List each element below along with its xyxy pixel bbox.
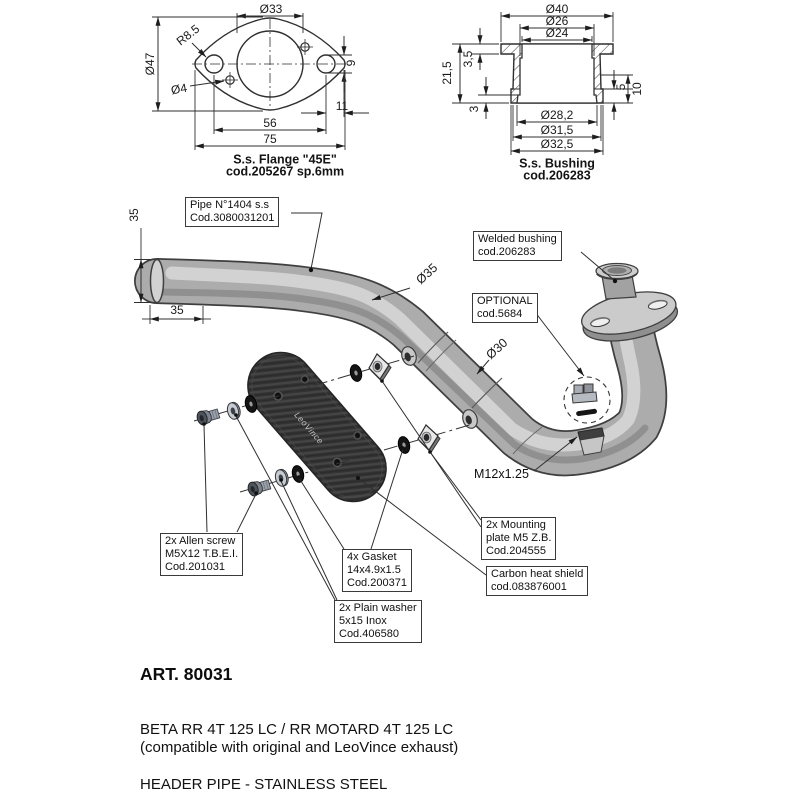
bushing-dim-dia31-5: Ø31,5 [540, 123, 574, 137]
washer-line2: 5x15 Inox [339, 614, 387, 627]
optional-line1: OPTIONAL [477, 295, 533, 307]
pipe-dim-35-horizontal: 35 [170, 303, 184, 317]
washer-line1: 2x Plain washer [339, 602, 417, 614]
heat-shield-part [247, 351, 387, 503]
bushing-dim-5: 5 [614, 83, 628, 91]
mounting-plate-label-box: 2x Mounting plate M5 Z.B. Cod.204555 [481, 517, 557, 560]
pipe-label-line2: Cod.3080031201 [190, 211, 275, 224]
gasket-4 [397, 436, 411, 454]
pipe-label-line1: Pipe N°1404 s.s [190, 199, 269, 211]
pipe-label-box: Pipe N°1404 s.s Cod.3080031201 [185, 197, 280, 227]
flange-dim-dia4: Ø4 [169, 80, 189, 98]
thread-label: M12x1.25 [474, 467, 529, 481]
flange-dim-11: 11 [335, 99, 349, 113]
bushing-dim-dia32-5: Ø32,5 [540, 137, 574, 151]
gasket-line3: Cod.200371 [347, 576, 407, 589]
bushing-dim-dia24: Ø24 [545, 26, 569, 40]
flange-dim-dia47: Ø47 [143, 52, 157, 76]
flange-caption-line2: cod.205267 sp.6mm [225, 164, 345, 179]
flange-dim-75: 75 [263, 132, 277, 146]
plain-washer-2 [274, 468, 289, 487]
gasket-3 [349, 364, 363, 382]
flange-dim-dia33: Ø33 [259, 2, 283, 16]
inlet-flange [581, 291, 679, 342]
washer-line3: Cod.406580 [339, 627, 399, 640]
product-line: HEADER PIPE - STAINLESS STEEL [140, 776, 388, 793]
flange-dim-9: 9 [344, 59, 358, 67]
washer-label-box: 2x Plain washer 5x15 Inox Cod.406580 [334, 600, 422, 643]
mounting-plate-line2: plate M5 Z.B. [486, 531, 552, 544]
article-number: ART. 80031 [140, 664, 233, 684]
flange-caption-line1: S.s. Flange "45E" [233, 152, 337, 167]
welded-bushing-line1: Welded bushing [478, 233, 557, 245]
mounting-plate-line3: Cod.204555 [486, 544, 546, 557]
flange-dim-56: 56 [263, 116, 277, 130]
gasket-label-box: 4x Gasket 14x4.9x1.5 Cod.200371 [342, 549, 412, 592]
bushing-dim-3: 3 [467, 105, 481, 113]
gasket-1 [244, 395, 258, 413]
plain-washer-1 [226, 401, 241, 420]
welded-bushing-label-box: Welded bushing cod.206283 [473, 231, 562, 261]
gasket-2 [291, 465, 305, 483]
optional-plug [563, 376, 611, 424]
welded-bushing-part [595, 262, 639, 300]
bushing-dim-dia40: Ø40 [545, 2, 569, 16]
bushing-dim-10: 10 [630, 82, 644, 96]
gasket-line2: 14x4.9x1.5 [347, 563, 401, 576]
allen-screw-label-box: 2x Allen screw M5X12 T.B.E.I. Cod.201031 [160, 533, 244, 576]
allen-screw-1 [196, 408, 221, 426]
pipe-dim-35-vertical: 35 [127, 208, 141, 222]
flange-drawing [152, 13, 369, 150]
heat-shield-line1: Carbon heat shield [491, 568, 584, 580]
allen-screw-line1: 2x Allen screw [165, 535, 236, 547]
bushing-dim-21-5: 21,5 [440, 61, 454, 85]
bushing-drawing [452, 12, 633, 155]
mounting-plate-line1: 2x Mounting [486, 519, 546, 531]
optional-label-box: OPTIONAL cod.5684 [472, 293, 538, 323]
heat-shield-line2: cod.083876001 [491, 580, 567, 593]
welded-bushing-line2: cod.206283 [478, 245, 536, 258]
bushing-dim-3-5: 3,5 [461, 50, 475, 68]
bushing-dim-dia28-2: Ø28,2 [540, 108, 574, 122]
model-line: BETA RR 4T 125 LC / RR MOTARD 4T 125 LC [140, 721, 454, 738]
gasket-line1: 4x Gasket [347, 551, 397, 563]
allen-screw-line2: M5X12 T.B.E.I. [165, 547, 239, 560]
allen-screw-line3: Cod.201031 [165, 560, 225, 573]
heat-shield-label-box: Carbon heat shield cod.083876001 [486, 566, 589, 596]
bushing-caption-line2: cod.206283 [523, 168, 591, 183]
compatibility-line: (compatible with original and LeoVince e… [140, 739, 459, 756]
pipe-illustration [134, 212, 679, 601]
mounting-plate-1 [368, 353, 392, 383]
allen-screw-2 [247, 479, 272, 497]
optional-line2: cod.5684 [477, 307, 523, 320]
bushing-dim-dia26: Ø26 [545, 14, 569, 28]
bushing-caption-line1: S.s. Bushing [519, 156, 595, 171]
